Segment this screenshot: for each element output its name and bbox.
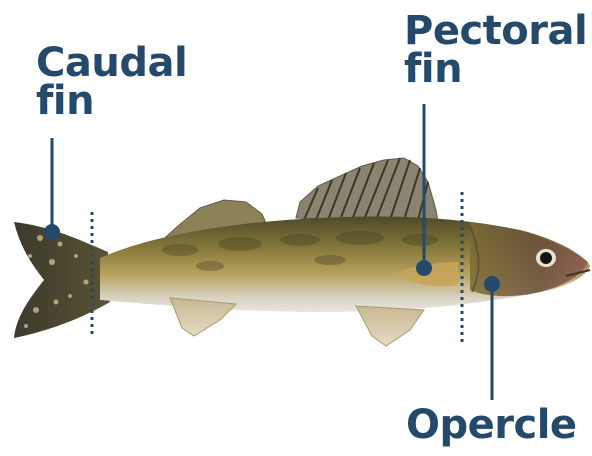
dorsal-spiny-fin <box>296 158 438 222</box>
caudal-pointer-dot <box>44 224 60 240</box>
pectoral-fin-label: Pectoral fin <box>404 12 587 88</box>
pectoral-pointer-dot <box>416 260 432 276</box>
caudal-fin-label: Caudal fin <box>36 44 187 120</box>
anal-fin <box>356 306 424 346</box>
caudal-fin-shape <box>14 222 110 338</box>
pelvic-fin <box>170 298 236 336</box>
eye-icon <box>536 249 556 267</box>
opercle-label: Opercle <box>406 406 577 444</box>
